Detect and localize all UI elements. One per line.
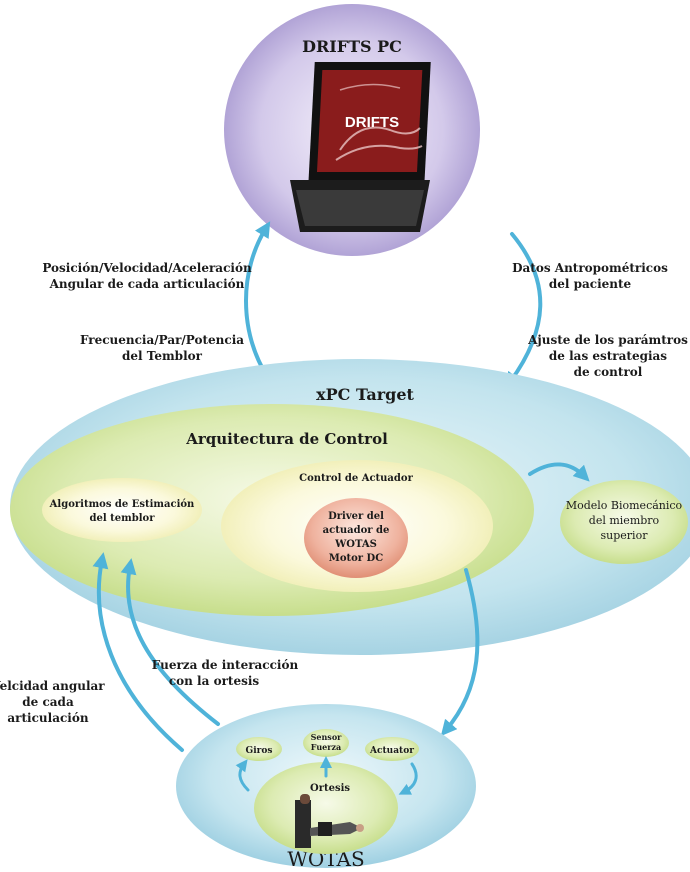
svg-text:con la ortesis: con la ortesis	[169, 674, 260, 688]
orthosis-image	[295, 794, 364, 848]
actuator-label: Actuator	[369, 746, 414, 756]
svg-text:Velcidad angular: Velcidad angular	[0, 679, 105, 693]
actuator-control-title: Control de Actuador	[299, 473, 413, 484]
wotas-node: WOTAS Giros Sensor Fuerza Actuator Ortes…	[176, 704, 476, 871]
svg-text:de control: de control	[574, 365, 643, 379]
svg-text:WOTAS: WOTAS	[334, 539, 377, 550]
arrow-to-giros	[235, 759, 250, 792]
svg-text:Fuerza: Fuerza	[311, 742, 341, 752]
control-architecture-title: Arquitectura de Control	[185, 430, 388, 448]
estimation-algorithms-ellipse	[42, 478, 202, 542]
svg-text:Motor DC: Motor DC	[329, 553, 383, 564]
svg-text:Frecuencia/Par/Potencia: Frecuencia/Par/Potencia	[80, 333, 244, 347]
arrow-velocity-up	[92, 552, 184, 752]
driver-label-line1: Driver del	[328, 511, 384, 522]
svg-text:del Temblor: del Temblor	[122, 349, 203, 363]
label-anthropometric: Datos Antropométricos del paciente	[512, 261, 668, 291]
giros-label: Giros	[246, 746, 273, 756]
actuator-ellipse	[365, 737, 419, 761]
driver-ellipse	[304, 498, 408, 578]
arrow-to-wotas	[440, 568, 480, 737]
svg-text:de las estrategias: de las estrategias	[549, 349, 667, 363]
arrow-from-actuator	[398, 762, 418, 795]
arrow-from-drifts	[505, 232, 543, 389]
estimation-algorithms-label: Algoritmos de Estimación	[49, 499, 195, 510]
ortesis-label: Ortesis	[310, 783, 350, 794]
label-parameter-adjustment: Ajuste de los parámtros de las estrategi…	[527, 333, 688, 379]
biomechanical-model-ellipse	[560, 480, 688, 564]
svg-text:actuador de: actuador de	[323, 525, 390, 536]
label-interaction-force: Fuerza de interacción con la ortesis	[152, 658, 299, 688]
svg-text:Angular de cada articulación: Angular de cada articulación	[49, 277, 245, 291]
drifts-pc-title: DRIFTS PC	[302, 37, 402, 56]
svg-text:del paciente: del paciente	[549, 277, 632, 291]
arrow-force-up	[120, 558, 220, 726]
svg-text:de cada: de cada	[22, 695, 74, 709]
svg-text:Ajuste de los parámtros: Ajuste de los parámtros	[527, 333, 688, 347]
arrow-to-drifts	[244, 221, 271, 380]
laptop-screen-label: DRIFTS	[345, 114, 399, 131]
svg-text:Posición/Velocidad/Aceleración: Posición/Velocidad/Aceleración	[42, 261, 252, 275]
svg-text:del temblor: del temblor	[90, 513, 156, 524]
xpc-target-title: xPC Target	[316, 385, 414, 404]
svg-text:del miembro: del miembro	[589, 514, 660, 527]
svg-text:Datos Antropométricos: Datos Antropométricos	[512, 261, 668, 275]
label-angular-velocity: Velcidad angular de cada articulación	[0, 679, 105, 725]
laptop-icon: DRIFTS	[290, 62, 431, 232]
arrow-to-model	[528, 462, 590, 482]
drifts-pc-node: DRIFTS PC DRIFTS	[224, 4, 480, 256]
giros-ellipse	[236, 737, 282, 761]
label-tremor-frequency: Frecuencia/Par/Potencia del Temblor	[80, 333, 244, 363]
svg-text:articulación: articulación	[7, 711, 88, 725]
xpc-target-node: xPC Target Arquitectura de Control Algor…	[10, 359, 690, 655]
svg-text:Fuerza de interacción: Fuerza de interacción	[152, 658, 299, 672]
biomechanical-model-label: Modelo Biomecánico	[566, 499, 683, 512]
force-sensor-ellipse	[303, 729, 349, 757]
force-sensor-label: Sensor	[311, 732, 343, 742]
label-position-velocity: Posición/Velocidad/Aceleración Angular d…	[42, 261, 252, 291]
svg-text:superior: superior	[601, 529, 649, 542]
